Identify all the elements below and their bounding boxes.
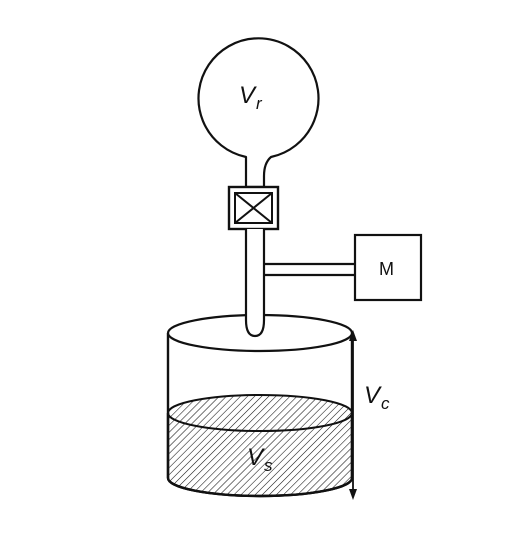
reference-vessel [197, 37, 320, 189]
manometer-connection-tube [264, 262, 355, 277]
sample-material [166, 394, 354, 498]
cell-volume-label: Vc [364, 382, 390, 413]
reference-volume-label: Vr [239, 82, 263, 113]
connecting-tube [244, 229, 266, 338]
manometer-box [353, 233, 423, 302]
double-arrow-icon [349, 330, 357, 500]
sample-volume-label: Vs [247, 444, 273, 475]
valve-icon [227, 185, 280, 231]
manometer-label: M [379, 259, 394, 279]
